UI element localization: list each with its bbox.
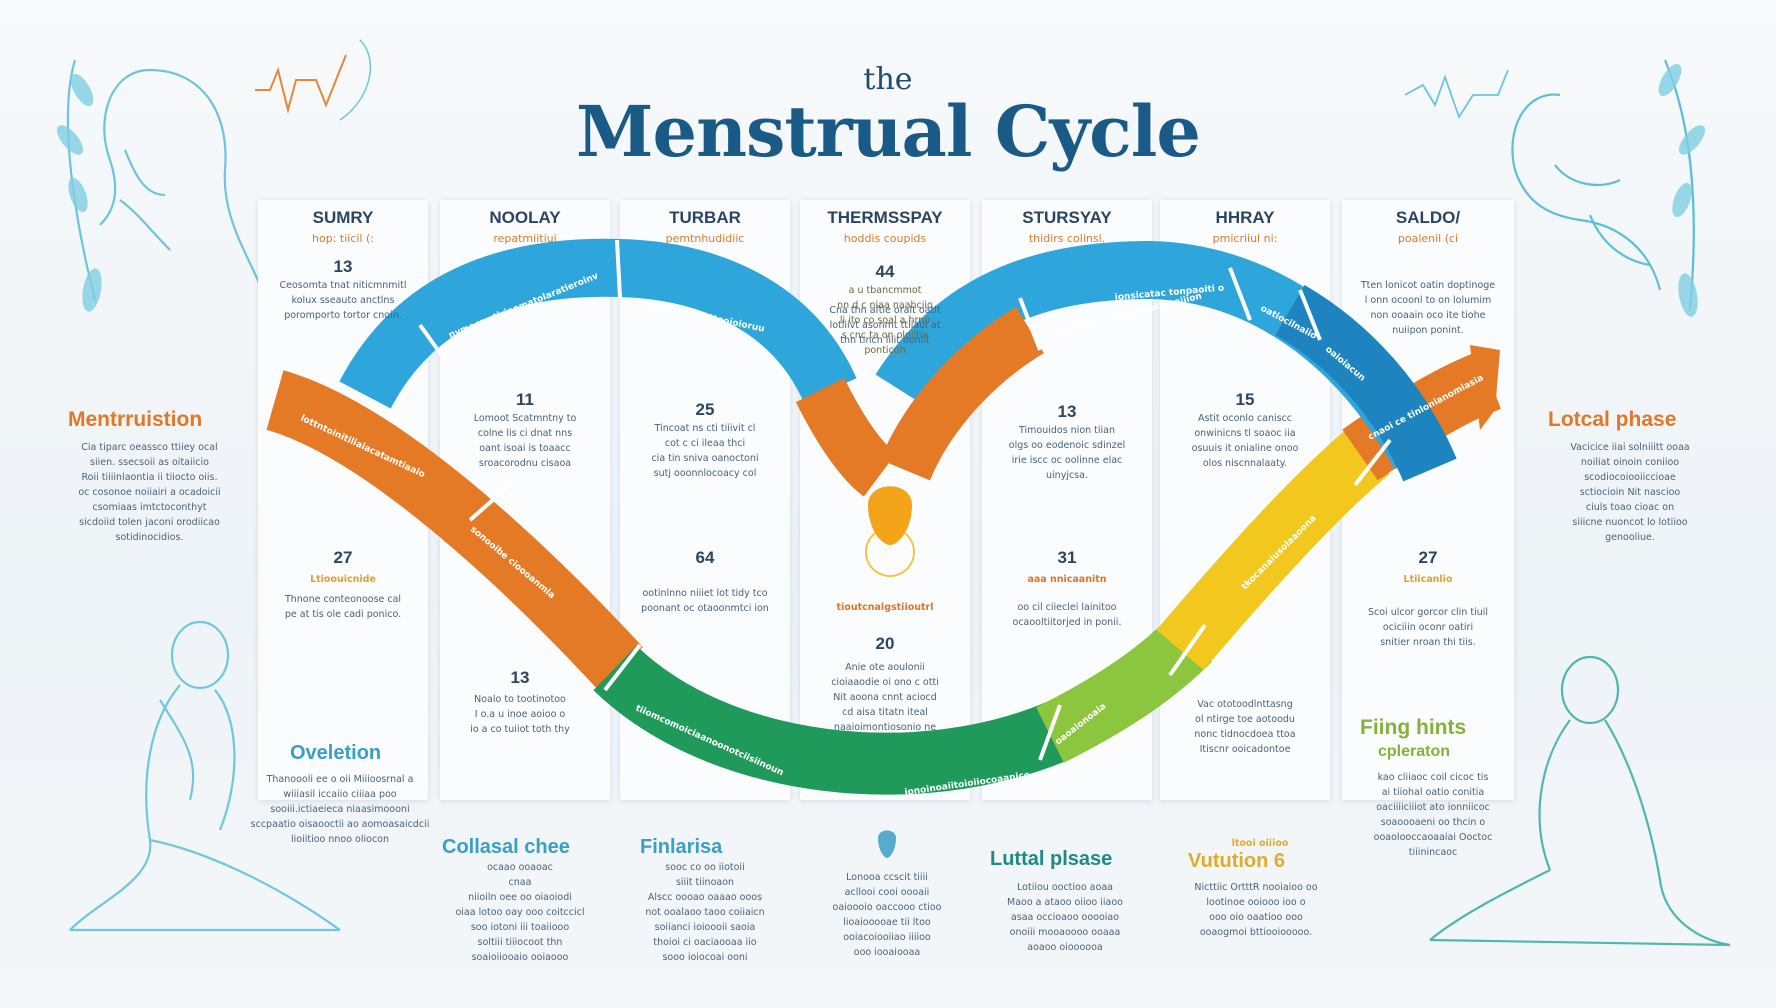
cell-text: Tten lonicot oatin doptinoge l onn ocoon… bbox=[1360, 280, 1496, 336]
cell-label: Ltioouicnide bbox=[310, 574, 376, 585]
cell-text: Thnone conteonoose cal pe at tis ole cad… bbox=[284, 594, 402, 620]
woman-illustration-bottom-left bbox=[69, 620, 341, 932]
luteal-phase-text: Vacicice iiai solniiitt ooaa noiliat oin… bbox=[1570, 442, 1690, 543]
cell-text: ootinlnno niiiet lot tidy tco poonant oc… bbox=[641, 588, 769, 614]
column-subheading: hoddis coupids bbox=[843, 232, 927, 245]
egg-drop-icon bbox=[865, 486, 915, 577]
hormone-wave-left-2 bbox=[339, 39, 372, 121]
cell-number: 31 bbox=[1057, 548, 1077, 567]
phase-band-orange-left bbox=[265, 370, 643, 690]
phase-band-orange-center-left bbox=[795, 377, 898, 497]
woman-illustration-top-left bbox=[66, 59, 262, 301]
cell-number: 64 bbox=[695, 548, 715, 567]
column-subheading: thidirs colinsl. bbox=[1028, 232, 1106, 245]
column-heading: NOOLAY bbox=[489, 208, 561, 227]
cell-text: Scoi ulcor gorcor clin tiuil ociciiin oc… bbox=[1367, 607, 1489, 648]
drop-note-text: Lonooa ccscit tiiii acllooi cooi oooaii … bbox=[832, 872, 942, 958]
small-drop-icon bbox=[878, 830, 896, 858]
fiing-hints-label: Fiing hints bbox=[1360, 716, 1467, 739]
cell-number: 15 bbox=[1235, 390, 1255, 409]
column-subheading: poalenil (ci bbox=[1397, 232, 1459, 245]
cell-number: 13 bbox=[510, 668, 530, 687]
lutal-phase-label: Luttal plsase bbox=[990, 848, 1113, 870]
column-heading: STURSYAY bbox=[1022, 208, 1112, 227]
cell-number: 13 bbox=[333, 257, 353, 276]
fiing-hints-sublabel: cpleraton bbox=[1378, 743, 1451, 760]
cell-text: Vac ototoodlnttasng ol ntirge toe aotood… bbox=[1194, 699, 1296, 755]
column-heading: TURBAR bbox=[669, 208, 741, 227]
cell-text: Tincoat ns cti tiiivit cl cot c ci ileaa… bbox=[651, 423, 759, 479]
cell-label: Ltiicanlio bbox=[1403, 574, 1453, 585]
vutution-label: Vutution 6 bbox=[1188, 850, 1286, 872]
hormone-wave-left bbox=[255, 54, 347, 114]
vutution-text: Nicttiic OrtttR nooiaioo oo lootinoe ooi… bbox=[1194, 882, 1318, 938]
cell-text: oo cil ciieclei lainitoo ocaooltiitorjed… bbox=[1012, 602, 1122, 628]
cell-text: Ceosomta tnat niticmnmitl kolux sseauto … bbox=[279, 280, 407, 321]
column-subheading: pemtnhudidiic bbox=[665, 232, 745, 245]
ovulation-label: Oveletion bbox=[290, 742, 382, 764]
cell-number: 13 bbox=[1057, 402, 1077, 421]
lutal-phase-text: Lotiiou ooctioo aoaa Maoo a ataoo oiioo … bbox=[1007, 882, 1123, 953]
cell-label: tioutcnalgstiioutrl bbox=[836, 602, 934, 613]
cell-text: Lomoot Scatmntny to colne lis ci dnat nn… bbox=[473, 413, 577, 469]
page-title: Menstrual Cycle bbox=[576, 90, 1201, 173]
cell-number: 27 bbox=[333, 548, 353, 567]
phase-band-yellow bbox=[1156, 426, 1390, 671]
collasal-label: Collasal chee bbox=[442, 836, 570, 858]
hormone-wave-right bbox=[1404, 69, 1509, 120]
woman-illustration-bottom-right bbox=[1429, 655, 1731, 947]
cell-text: Timouidos nion tiian olgs oo eodenoic sd… bbox=[1008, 425, 1126, 481]
column-heading: HHRAY bbox=[1215, 208, 1275, 227]
collasal-text: ocaao ooaoac cnaa niioiln oee oo oiaoiod… bbox=[455, 862, 585, 963]
cell-number: 20 bbox=[875, 634, 895, 653]
cell-text: a u tbancmmot nn d c niaa naahciio li it… bbox=[837, 285, 933, 356]
finlarisa-label: Finlarisa bbox=[640, 836, 723, 858]
cell-text: Anie ote aoulonii cioiaaodie oi ono c ot… bbox=[831, 662, 939, 733]
cell-number: 11 bbox=[516, 390, 534, 409]
column-subheading: repatmiitiui bbox=[493, 232, 557, 245]
phase-band-orange-center-right bbox=[880, 306, 1045, 481]
fiing-hints-text: kao cliiaoc coil cicoc tis ai tiiohal oa… bbox=[1373, 772, 1493, 858]
menstruation-text: Cia tiparc oeassco ttiiey ocal siien. ss… bbox=[78, 442, 221, 543]
cell-text: Astit oconlo caniscc onwinicns tl soaoc … bbox=[1191, 413, 1299, 469]
title-prefix: the bbox=[863, 62, 913, 97]
cell-number: 25 bbox=[695, 400, 715, 419]
ovulation-text: Thanoooli ee o oii Miiioosrnal a wiiiasi… bbox=[250, 774, 430, 845]
luteal-phase-label: Lotcal phase bbox=[1548, 408, 1677, 431]
column-heading: SALDO/ bbox=[1395, 208, 1461, 227]
column-heading: SUMRY bbox=[312, 208, 374, 227]
column-heading: THERMSSPAY bbox=[827, 208, 943, 227]
vutution-prelabel: ltooi oiiioo bbox=[1231, 838, 1289, 849]
leaf-icon-top-right bbox=[1658, 63, 1706, 317]
day-column-7: SALDO/ poalenil (ci bbox=[1342, 200, 1514, 800]
finlarisa-text: sooc co oo iiotoii siiit tiinoaon Alscc … bbox=[645, 862, 765, 963]
leaf-icon-top-left bbox=[56, 73, 102, 312]
cell-text: Cna thn aftie oralt oatlt lotliivt asonm… bbox=[829, 305, 941, 346]
cell-number: 27 bbox=[1418, 548, 1438, 567]
phase-band-green bbox=[593, 645, 1073, 795]
column-subheading: hop: tiicil (: bbox=[312, 232, 374, 245]
arrow-head-right bbox=[1470, 345, 1500, 430]
menstruation-label: Mentrruistion bbox=[68, 408, 203, 431]
cell-label: aaa nnicaanitn bbox=[1027, 574, 1107, 585]
cell-number: 44 bbox=[875, 262, 895, 281]
phase-band-lime bbox=[1036, 617, 1212, 763]
cell-text: Noalo to tootinotoo I o.a u inoe aoioo o… bbox=[470, 694, 570, 735]
column-subheading: pmicriiul ni: bbox=[1212, 232, 1278, 245]
